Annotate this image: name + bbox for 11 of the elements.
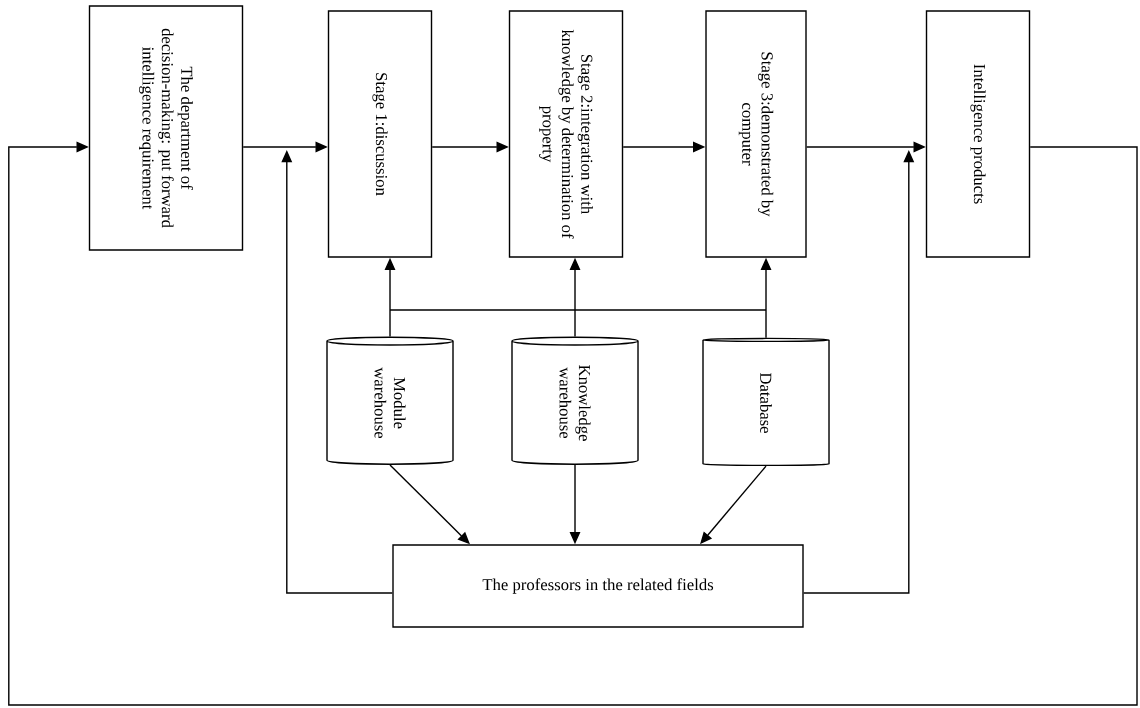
process-box: Stage 2:integration with knowledge by determination of property (508, 10, 624, 258)
database-cylinder: Module warehouse (326, 336, 454, 465)
process-box: Intelligence products (925, 10, 1031, 258)
connector-line (389, 309, 767, 311)
database-cylinder: Knowledge warehouse (511, 336, 639, 465)
database-cylinder: Database (702, 337, 830, 467)
arrow (8, 141, 1138, 706)
process-box: The department of decision-making: put forward intelligence requirement (88, 5, 244, 251)
process-box: The professors in the related fields (392, 544, 804, 628)
process-box: Stage 1:discussion (327, 10, 433, 258)
process-box: Stage 3:demonstrated by computer (705, 10, 807, 258)
